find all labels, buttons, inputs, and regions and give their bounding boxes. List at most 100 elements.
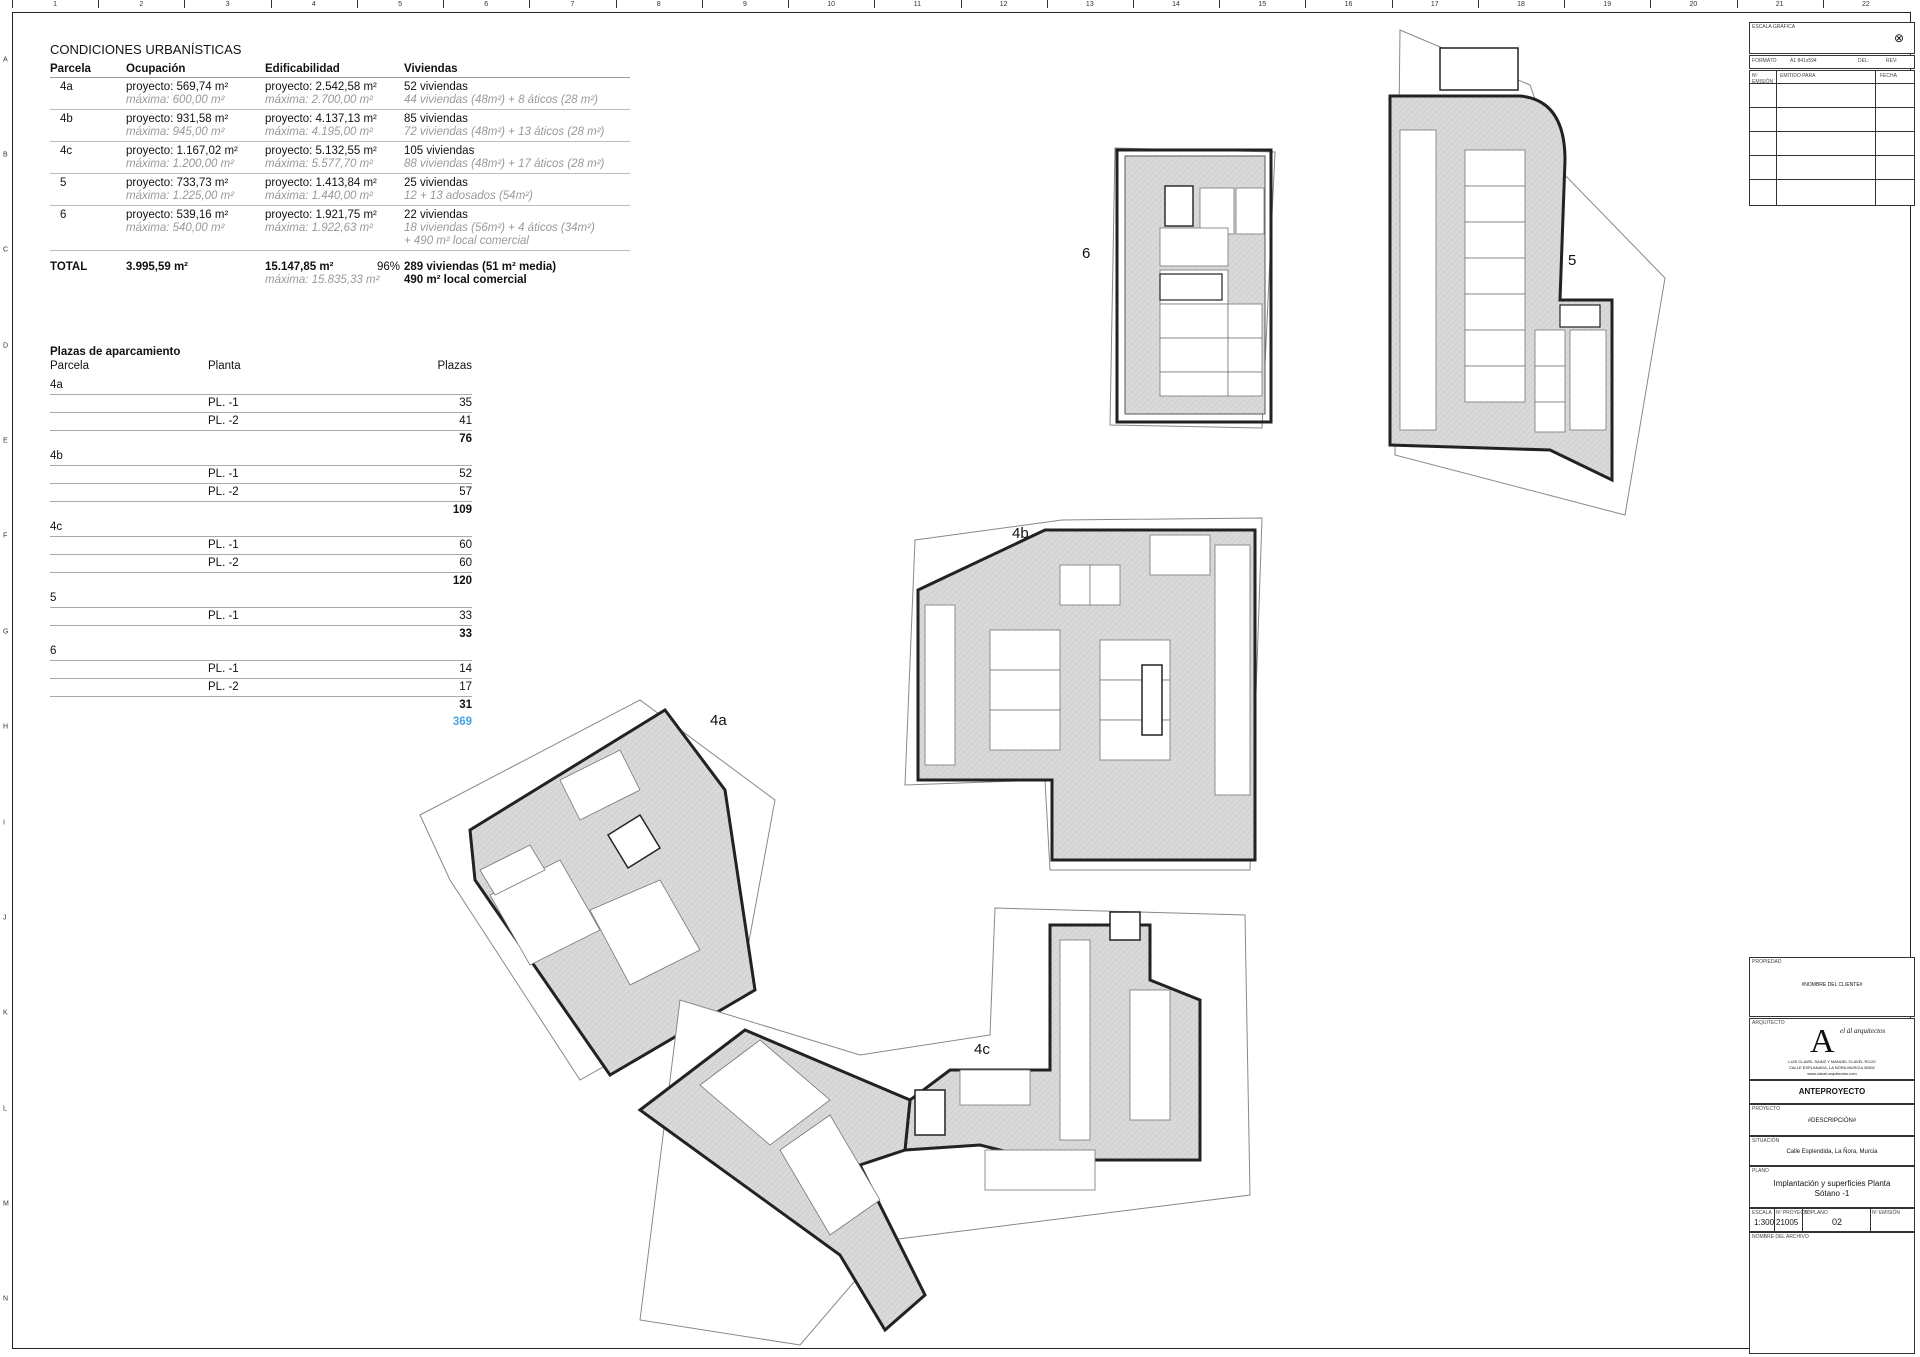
edif-maxima: máxima: 1.922,63 m² bbox=[265, 222, 374, 234]
parking-planta: PL. -2 bbox=[208, 681, 239, 693]
ruler-col-label: 19 bbox=[1603, 1, 1612, 8]
tb-situacion-box: SITUACIÓN Calle Esplendida, La Ñora, Mur… bbox=[1749, 1136, 1915, 1166]
total-edif-value: 15.147,85 m² bbox=[265, 261, 334, 273]
tb-escala-box: ESCALA 1:300 Nº PROYECTO 21005 Nº PLANO … bbox=[1749, 1208, 1915, 1232]
tb-formato: FORMATO bbox=[1752, 58, 1777, 64]
tb-arq-addr: CALLE ESPLANADA, LA NORA MURCIA 30831 bbox=[1788, 1065, 1876, 1070]
ocup-maxima: máxima: 945,00 m² bbox=[126, 126, 225, 138]
viv-detalle: 44 viviendas (48m²) + 8 áticos (28 m²) bbox=[404, 94, 598, 106]
parking-col-planta: Planta bbox=[208, 360, 241, 372]
edif-maxima: máxima: 5.577,70 m² bbox=[265, 158, 374, 170]
ruler-row-label: D bbox=[3, 342, 9, 350]
ruler-col-label: 2 bbox=[139, 1, 144, 8]
parking-parcela: 4b bbox=[50, 450, 63, 462]
edif-maxima: máxima: 2.700,00 m² bbox=[265, 94, 374, 106]
parking-row: PL. -2 17 bbox=[50, 679, 472, 697]
ruler-col-label: 20 bbox=[1689, 1, 1698, 8]
architect-logo: A bbox=[1810, 1023, 1835, 1060]
edif-proyecto: proyecto: 4.137,13 m² bbox=[265, 113, 377, 125]
plot-label-4b: 4b bbox=[1012, 525, 1029, 542]
col-edificabilidad: Edificabilidad bbox=[265, 63, 404, 78]
tb-proyecto-label: PROYECTO bbox=[1752, 1106, 1780, 1112]
plot-4a-plan bbox=[419, 699, 776, 1081]
viv-total: 22 viviendas bbox=[404, 209, 468, 221]
parking-parcela: 4a bbox=[50, 379, 63, 391]
parking-group-row: 4a bbox=[50, 377, 472, 395]
edif-proyecto: proyecto: 2.542,58 m² bbox=[265, 81, 377, 93]
parking-plazas: 17 bbox=[459, 681, 472, 693]
col-parcela: Parcela bbox=[50, 63, 126, 78]
parking-plazas: 41 bbox=[459, 415, 472, 427]
ruler-col-label: 1 bbox=[53, 1, 58, 8]
ruler-row-label: F bbox=[3, 532, 8, 540]
total-edificabilidad: 15.147,85 m² 96% máxima: 15.835,33 m² bbox=[265, 251, 404, 290]
tb-nrev-label: Nº EMISIÓN bbox=[1872, 1210, 1900, 1216]
ocup-proyecto: proyecto: 1.167,02 m² bbox=[126, 145, 238, 157]
ruler-row-label: N bbox=[3, 1295, 9, 1303]
viv-total: 25 viviendas bbox=[404, 177, 468, 189]
parking-subtotal: 33 bbox=[459, 628, 472, 640]
total-edif-max: máxima: 15.835,33 m² bbox=[265, 274, 380, 286]
tb-plano-label: PLANO bbox=[1752, 1168, 1769, 1174]
tb-formato-val: A1 841x594 bbox=[1790, 58, 1817, 64]
ocup-proyecto: proyecto: 733,73 m² bbox=[126, 177, 229, 189]
parking-subtotal-row: 33 bbox=[50, 626, 472, 643]
parking-subtotal: 120 bbox=[452, 575, 472, 587]
ruler-col-label: 5 bbox=[398, 1, 402, 8]
architect-logo-text: el ál arquitectos bbox=[1840, 1027, 1886, 1035]
ruler-col-label: 15 bbox=[1258, 1, 1267, 8]
ruler-col-label: 6 bbox=[484, 1, 489, 8]
parking-subtotal-row: 120 bbox=[50, 573, 472, 590]
tb-situacion-label: SITUACIÓN bbox=[1752, 1138, 1780, 1144]
parking-planta: PL. -1 bbox=[208, 397, 239, 409]
total-label: TOTAL bbox=[50, 261, 88, 273]
edif-proyecto: proyecto: 5.132,55 m² bbox=[265, 145, 377, 157]
ruler-col-label: 8 bbox=[656, 1, 661, 8]
parking-header: Parcela Planta Plazas bbox=[50, 360, 472, 377]
tb-proyecto-box: PROYECTO #DESCRIPCIÓN# bbox=[1749, 1104, 1915, 1136]
cell-parcela: 4a bbox=[50, 77, 126, 110]
parking-group-row: 4c bbox=[50, 519, 472, 537]
plot-label-4a: 4a bbox=[710, 712, 727, 729]
tb-n-emision: Nº EMISIÓN bbox=[1752, 73, 1774, 85]
tb-situacion: Calle Esplendida, La Ñora, Murcia bbox=[1786, 1149, 1878, 1155]
ruler-col-label: 13 bbox=[1085, 1, 1094, 8]
ruler-col-label: 22 bbox=[1861, 1, 1870, 8]
plot-4b-plan bbox=[904, 517, 1263, 871]
edif-maxima: máxima: 1.440,00 m² bbox=[265, 190, 374, 202]
viv-detalle: 72 viviendas (48m²) + 13 áticos (28 m²) bbox=[404, 126, 605, 138]
ruler-col-label: 3 bbox=[225, 1, 230, 8]
ruler-row-label: H bbox=[3, 723, 9, 731]
cell-parcela: 5 bbox=[50, 173, 126, 206]
viv-detalle: 18 viviendas (56m²) + 4 áticos (34m²) bbox=[404, 222, 595, 234]
total-local: 490 m² local comercial bbox=[404, 274, 527, 286]
ocup-proyecto: proyecto: 569,74 m² bbox=[126, 81, 229, 93]
ocup-proyecto: proyecto: 931,58 m² bbox=[126, 113, 229, 125]
ocup-maxima: máxima: 1.200,00 m² bbox=[126, 158, 235, 170]
tb-escala-grafica-box: ESCALA GRÁFICA ⊗ bbox=[1749, 22, 1915, 54]
parking-table: Plazas de aparcamiento Parcela Planta Pl… bbox=[50, 346, 472, 731]
parking-plazas: 35 bbox=[459, 397, 472, 409]
ruler-col-label: 11 bbox=[913, 1, 922, 8]
parking-subtotal-row: 109 bbox=[50, 502, 472, 519]
parking-subtotal-row: 31 bbox=[50, 697, 472, 714]
tb-propiedad-box: PROPIEDAD #NOMBRE DEL CLIENTE# bbox=[1749, 957, 1915, 1017]
tb-nproyecto: 21005 bbox=[1776, 1218, 1799, 1227]
parking-subtotal: 109 bbox=[452, 504, 472, 516]
total-ocupacion: 3.995,59 m² bbox=[126, 261, 189, 273]
ruler-col-label: 21 bbox=[1775, 1, 1784, 8]
ocup-maxima: máxima: 600,00 m² bbox=[126, 94, 225, 106]
plot-6-plan bbox=[1109, 147, 1276, 429]
parking-plazas: 60 bbox=[459, 539, 472, 551]
tb-propiedad-label: PROPIEDAD bbox=[1752, 959, 1782, 965]
